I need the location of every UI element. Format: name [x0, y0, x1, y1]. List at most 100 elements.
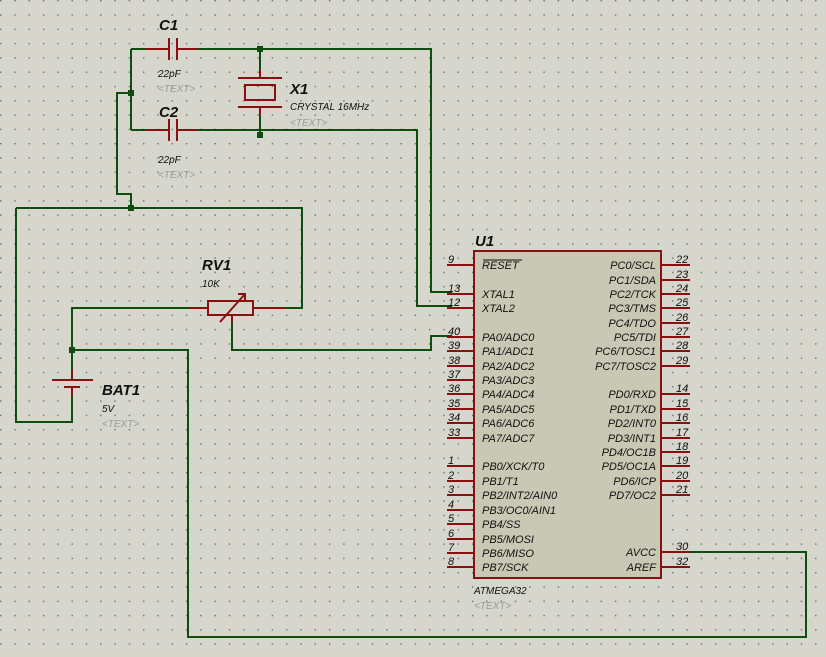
pin-number: 29 [675, 355, 688, 367]
pin-number: 20 [675, 470, 689, 482]
pin-name: PA6/ADC6 [482, 418, 535, 430]
pin-number: 3 [448, 484, 455, 496]
pin-number: 19 [676, 455, 688, 467]
pin-name: PB3/OC0/AIN1 [482, 505, 556, 517]
junction-dot [128, 205, 134, 211]
pin-number: 7 [448, 542, 455, 554]
capacitor-c1[interactable]: C1 22pF <TEXT> [145, 17, 198, 95]
pin-name: PC0/SCL [610, 260, 656, 272]
potentiometer-rv1[interactable]: RV1 10K [190, 257, 285, 323]
pin-name: AVCC [625, 547, 656, 559]
pin-name: PA5/ADC5 [482, 404, 535, 416]
pin-number: 22 [675, 254, 688, 266]
rv1-value-label: 10K [202, 279, 221, 290]
pin-name: PD6/ICP [613, 476, 656, 488]
bat1-text-placeholder: <TEXT> [102, 419, 139, 430]
battery-bat1[interactable]: BAT1 5V <TEXT> [52, 370, 140, 430]
x1-ref-label: X1 [289, 81, 308, 98]
pin-name: PD7/OC2 [609, 490, 656, 502]
pin-name: XTAL2 [481, 303, 515, 315]
wire-vcc-avcc[interactable] [72, 349, 807, 638]
pin-name: PA1/ADC1 [482, 346, 534, 358]
pin-name: PC2/TCK [610, 289, 657, 301]
c2-text-placeholder: <TEXT> [158, 170, 195, 181]
pin-name: PB2/INT2/AIN0 [482, 490, 558, 502]
rv1-arrow [219, 293, 246, 323]
pin-number: 23 [675, 269, 689, 281]
u1-text-placeholder: <TEXT> [474, 601, 511, 612]
u1-ref-label: U1 [475, 233, 494, 250]
pin-number: 38 [448, 355, 461, 367]
u1-value-label: ATMEGA32 [473, 586, 527, 597]
c1-value-label: 22pF [157, 69, 182, 80]
pin-name: PD4/OC1B [602, 447, 656, 459]
junction-dot [257, 46, 263, 52]
wire-ground-loop[interactable] [15, 207, 303, 423]
pin-number: 36 [448, 383, 461, 395]
pin-name: PC1/SDA [609, 275, 656, 287]
junction-dot [257, 132, 263, 138]
pin-name: PD1/TXD [610, 404, 657, 416]
pin-number: 26 [675, 312, 689, 324]
wire-ground-node[interactable] [116, 92, 132, 208]
x1-value-label: CRYSTAL 16MHz [290, 102, 369, 113]
u1-right-pins: 22PC0/SCL23PC1/SDA24PC2/TCK25PC3/TMS26PC… [595, 254, 690, 574]
wire-c2-bottom[interactable] [131, 129, 452, 307]
pin-name: PD5/OC1A [602, 461, 656, 473]
bat1-ref-label: BAT1 [102, 382, 140, 399]
junction-dot [69, 347, 75, 353]
bat1-value-label: 5V [102, 404, 116, 415]
crystal-x1[interactable]: X1 CRYSTAL 16MHz <TEXT> [238, 70, 369, 129]
capacitor-c2[interactable]: C2 22pF <TEXT> [145, 104, 198, 181]
pin-number: 5 [448, 513, 455, 525]
pin-name: AREF [626, 562, 658, 574]
x1-text-placeholder: <TEXT> [290, 118, 327, 129]
wire-rv1-wiper[interactable] [231, 322, 452, 351]
pin-name: PB0/XCK/T0 [482, 461, 545, 473]
pin-number: 40 [448, 326, 461, 338]
wire-c1-top[interactable] [131, 48, 452, 293]
pin-number: 39 [448, 340, 460, 352]
